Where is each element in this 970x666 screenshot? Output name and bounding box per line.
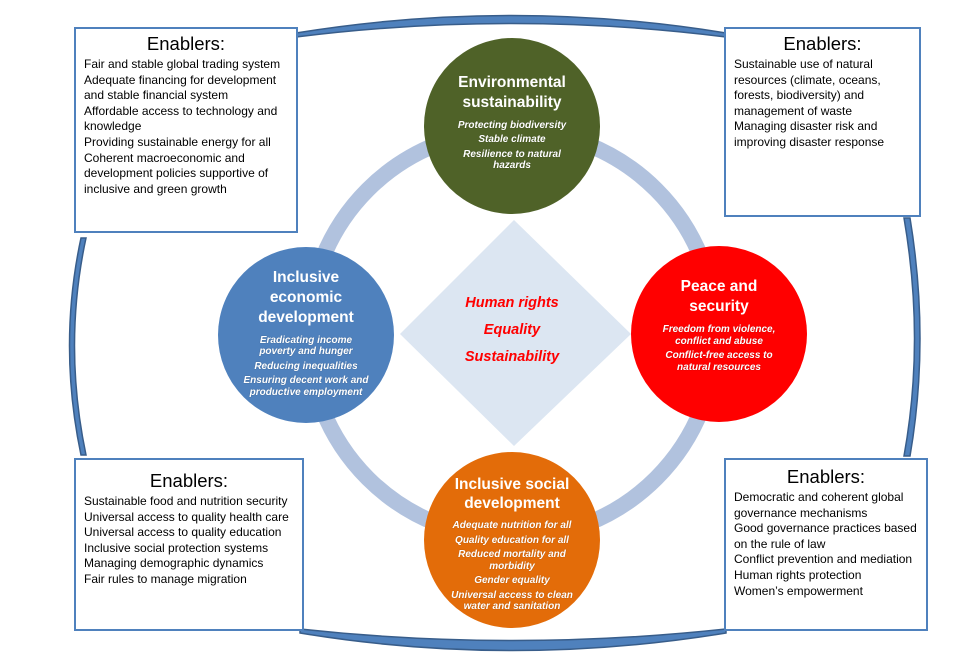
enablers-title: Enablers: — [783, 33, 862, 54]
core-values: Human rights Equality Sustainability — [422, 290, 602, 371]
enablers-box-bottom-left: Enablers: Sustainable food and nutrition… — [74, 458, 304, 631]
pillar-item: Resilience to natural hazards — [463, 148, 561, 172]
pillar-item: Reducing inequalities — [254, 360, 358, 372]
enablers-box-bottom-right: Enablers: Democratic and coherent global… — [724, 458, 928, 631]
pillar-item: Quality education for all — [455, 534, 569, 546]
enabler-item: Conflict prevention and mediation — [734, 552, 913, 567]
enabler-item: Democratic and coherent global governanc… — [734, 490, 904, 520]
enablers-title: Enablers: — [786, 466, 866, 487]
pillar-title: Inclusive social development — [454, 476, 570, 513]
enabler-item: Universal access to quality health care — [84, 509, 289, 524]
pillar-inclusive-social-development: Inclusive social development Adequate nu… — [424, 452, 600, 628]
pillar-title: Peace and security — [680, 278, 758, 315]
enablers-title: Enablers: — [146, 33, 226, 54]
pillar-item: Eradicating income poverty and hunger — [259, 334, 353, 358]
pillar-environmental-sustainability: Environmental sustainability Protecting … — [424, 38, 600, 214]
enabler-item: Affordable access to technology and know… — [84, 103, 278, 134]
enablers-box-top-left: Enablers: Fair and stable global trading… — [74, 27, 298, 233]
enabler-item: Good governance practices based on the r… — [734, 521, 917, 551]
enabler-item: Providing sustainable energy for all — [84, 134, 271, 149]
pillar-peace-and-security: Peace and security Freedom from violence… — [631, 246, 807, 422]
enabler-item: Fair rules to manage migration — [84, 571, 247, 586]
core-value-equality: Equality — [483, 322, 541, 338]
pillar-title: Inclusive economic development — [258, 268, 354, 326]
enabler-item: Coherent macroeconomic and development p… — [84, 150, 269, 196]
enabler-item: Sustainable use of natural resources (cl… — [734, 57, 881, 118]
enabler-item: Adequate financing for development and s… — [84, 72, 277, 103]
pillar-item: Stable climate — [478, 134, 546, 145]
pillar-inclusive-economic-development: Inclusive economic development Eradicati… — [218, 247, 394, 423]
pillar-item: Universal access to clean water and sani… — [451, 589, 573, 613]
pillar-item: Protecting biodiversity — [457, 119, 567, 131]
pillar-title: Environmental sustainability — [458, 73, 566, 111]
enabler-item: Inclusive social protection systems — [84, 540, 269, 555]
center-diamond — [400, 220, 631, 446]
enabler-item: Women’s empowerment — [734, 583, 863, 598]
enabler-item: Universal access to quality education — [84, 525, 282, 540]
pillar-item: Ensuring decent work and productive empl… — [243, 375, 369, 398]
pillar-item: Freedom from violence, conflict and abus… — [662, 324, 776, 347]
frame-arc-bottom — [299, 628, 727, 652]
pillar-item: Adequate nutrition for all — [452, 520, 572, 532]
enablers-box-top-right: Enablers: Sustainable use of natural res… — [724, 27, 921, 217]
frame-arc-right — [903, 217, 921, 457]
enabler-item: Sustainable food and nutrition security — [84, 494, 288, 508]
enablers-title: Enablers: — [149, 470, 229, 491]
enabler-item: Fair and stable global trading system — [84, 57, 281, 71]
enabler-item: Managing disaster risk and improving dis… — [734, 119, 885, 149]
core-value-sustainability: Sustainability — [464, 349, 560, 365]
pillar-item: Conflict-free access to natural resource… — [665, 350, 773, 373]
enabler-item: Human rights protection — [734, 567, 862, 582]
core-value-human-rights: Human rights — [465, 295, 559, 311]
frame-arc-left — [68, 237, 87, 456]
pillar-item: Reduced mortality and morbidity — [458, 549, 566, 572]
frame-arc-top — [295, 14, 727, 38]
enabler-item: Managing demographic dynamics — [84, 556, 264, 571]
pillar-item: Gender equality — [474, 575, 550, 587]
